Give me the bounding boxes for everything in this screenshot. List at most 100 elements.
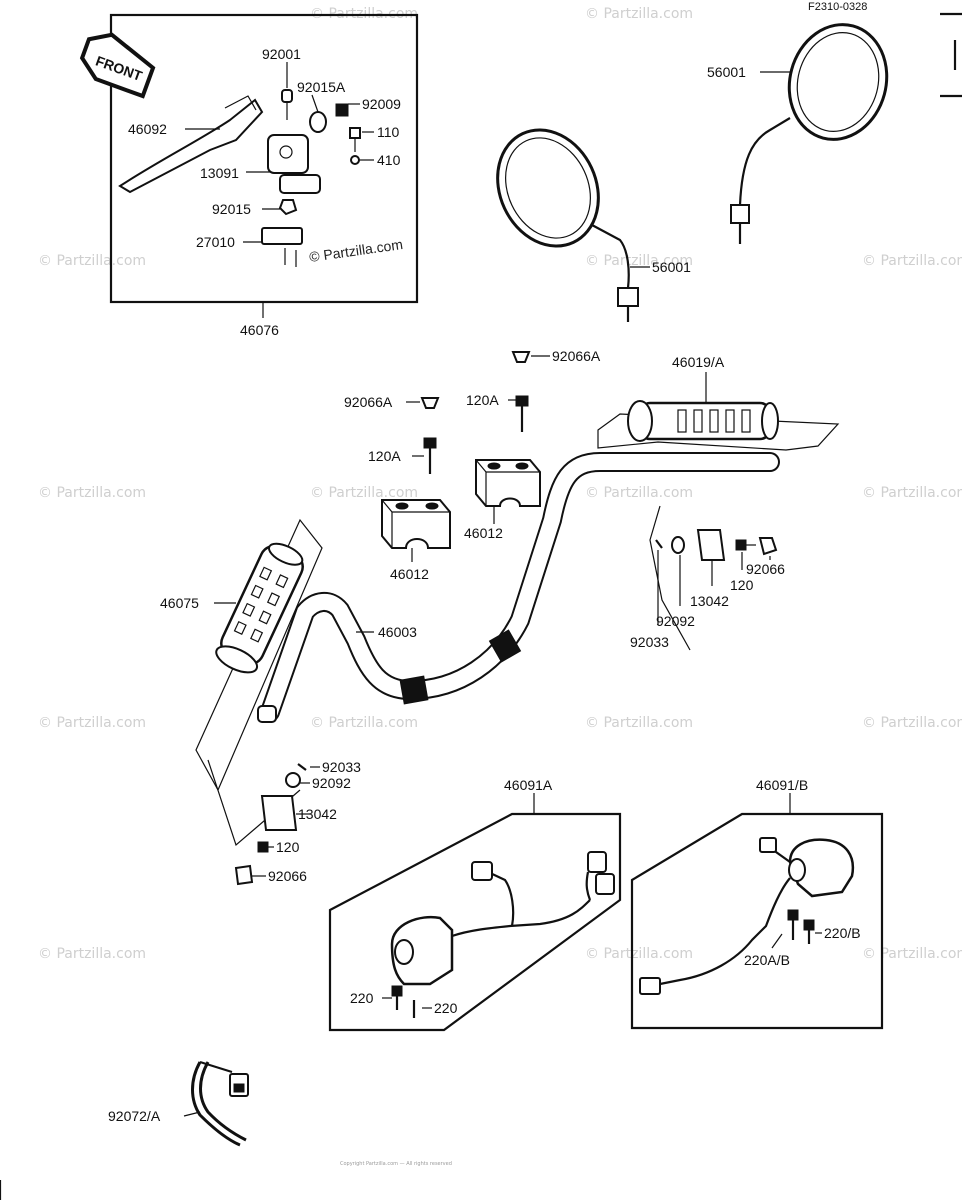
svg-text:© Partzilla.com: © Partzilla.com	[585, 6, 693, 22]
collar-92092-right	[671, 536, 685, 554]
label-92015: 92015	[212, 201, 251, 217]
label-92009: 92009	[362, 96, 401, 112]
label-220B: 220/B	[824, 925, 861, 941]
label-220-a: 220	[350, 990, 374, 1006]
svg-text:© Partzilla.com: © Partzilla.com	[310, 485, 418, 501]
lever-assembly-box	[109, 13, 419, 304]
svg-text:© Partzilla.com: © Partzilla.com	[585, 946, 693, 962]
mirror-right	[730, 23, 889, 244]
svg-text:© Partzilla.com: © Partzilla.com	[38, 715, 146, 731]
bolt-120-left	[257, 841, 269, 853]
label-92001: 92001	[262, 46, 301, 62]
switch-27010-part	[261, 227, 303, 245]
pivot-bolt-part	[281, 89, 293, 103]
label-46003: 46003	[378, 624, 417, 640]
label-13042-left: 13042	[298, 806, 337, 822]
label-220AB: 220A/B	[744, 952, 790, 968]
label-46012-right: 46012	[464, 525, 503, 541]
clip-92033-right	[655, 539, 663, 549]
label-92015A: 92015A	[297, 79, 346, 95]
label-46091A: 46091A	[504, 777, 553, 793]
leader-lines-lever	[185, 62, 374, 318]
cap-92066-left	[234, 864, 254, 886]
holder-46012-right	[475, 459, 541, 507]
label-92066A-top: 92066A	[552, 348, 601, 364]
label-13091: 13091	[200, 165, 239, 181]
label-92033-left: 92033	[322, 759, 361, 775]
label-92072A: 92072/A	[108, 1108, 161, 1124]
screw-220-a	[391, 985, 403, 997]
bolt-110-part	[349, 127, 361, 139]
label-120-left: 120	[276, 839, 300, 855]
bolt-120A-right	[515, 395, 529, 407]
svg-text:© Partzilla.com: © Partzilla.com	[862, 715, 962, 731]
label-46075: 46075	[160, 595, 199, 611]
weight-13042-left	[260, 795, 298, 831]
label-13042-right: 13042	[690, 593, 729, 609]
front-arrow-icon: FRONT	[79, 32, 156, 99]
svg-text:© Partzilla.com: © Partzilla.com	[862, 485, 962, 501]
nut-92015-part	[278, 199, 298, 216]
label-120A-left: 120A	[368, 448, 401, 464]
label-46076: 46076	[240, 322, 279, 338]
label-92066A-left: 92066A	[344, 394, 393, 410]
washer-410-part	[350, 155, 360, 165]
label-92033-right: 92033	[630, 634, 669, 650]
bolt-120-right	[735, 539, 747, 551]
cap-92066A-left	[420, 397, 440, 409]
mirror-left	[496, 128, 639, 322]
svg-text:© Partzilla.com: © Partzilla.com	[862, 946, 962, 962]
label-410: 410	[377, 152, 401, 168]
holder-46012-left	[381, 499, 451, 549]
diagram-code: F2310-0328	[808, 1, 867, 13]
svg-text:© Partzilla.com: © Partzilla.com	[310, 715, 418, 731]
label-46019A: 46019/A	[672, 354, 725, 370]
clip-92033-left	[297, 763, 307, 771]
switch-46091B-box	[630, 812, 884, 1030]
cap-92066A-top	[511, 351, 531, 363]
grip-right-46019A	[627, 400, 779, 442]
weight-13042-right	[696, 529, 726, 561]
label-46091B: 46091/B	[756, 777, 808, 793]
label-120-right: 120	[730, 577, 754, 593]
label-110: 110	[377, 124, 400, 140]
switch-housing-left	[390, 851, 615, 986]
svg-text:© Partzilla.com: © Partzilla.com	[38, 485, 146, 501]
screw-220B	[803, 919, 815, 931]
corner-marks	[940, 12, 962, 98]
bar-end-outline-right	[649, 505, 691, 651]
label-220-b: 220	[434, 1000, 458, 1016]
collar-92092-left	[285, 772, 301, 788]
label-27010: 27010	[196, 234, 235, 250]
brake-lever	[118, 98, 264, 194]
lever-holder	[267, 134, 309, 174]
label-56001-mid: 56001	[652, 259, 691, 275]
label-92066-left: 92066	[268, 868, 307, 884]
label-46092: 46092	[128, 121, 167, 137]
bolt-120A-left	[423, 437, 437, 449]
screw-220AB	[787, 909, 799, 921]
cable-band-92072A	[191, 1060, 249, 1147]
svg-text:© Partzilla.com: © Partzilla.com	[585, 485, 693, 501]
washer-part	[309, 111, 327, 133]
label-92066-right: 92066	[746, 561, 785, 577]
footer-copyright: Copyright Partzilla.com — All rights res…	[340, 1161, 452, 1167]
svg-text:© Partzilla.com: © Partzilla.com	[585, 715, 693, 731]
cap-92066-right	[758, 537, 778, 556]
svg-text:© Partzilla.com: © Partzilla.com	[38, 946, 146, 962]
svg-text:© Partzilla.com: © Partzilla.com	[585, 253, 693, 269]
label-120A-right: 120A	[466, 392, 499, 408]
box-watermark: © Partzilla.com	[308, 236, 404, 265]
switch-46091A-box	[328, 812, 622, 1032]
switch-housing-right	[639, 837, 855, 995]
adjuster-part	[335, 103, 349, 117]
label-46012-left: 46012	[390, 566, 429, 582]
end-plug-left	[257, 705, 277, 723]
svg-text:© Partzilla.com: © Partzilla.com	[38, 253, 146, 269]
svg-text:© Partzilla.com: © Partzilla.com	[862, 253, 962, 269]
label-92092-right: 92092	[656, 613, 695, 629]
grip-left-46075	[215, 542, 304, 674]
watermarks: © Partzilla.com © Partzilla.com © Partzi…	[38, 6, 962, 962]
label-56001-top: 56001	[707, 64, 746, 80]
